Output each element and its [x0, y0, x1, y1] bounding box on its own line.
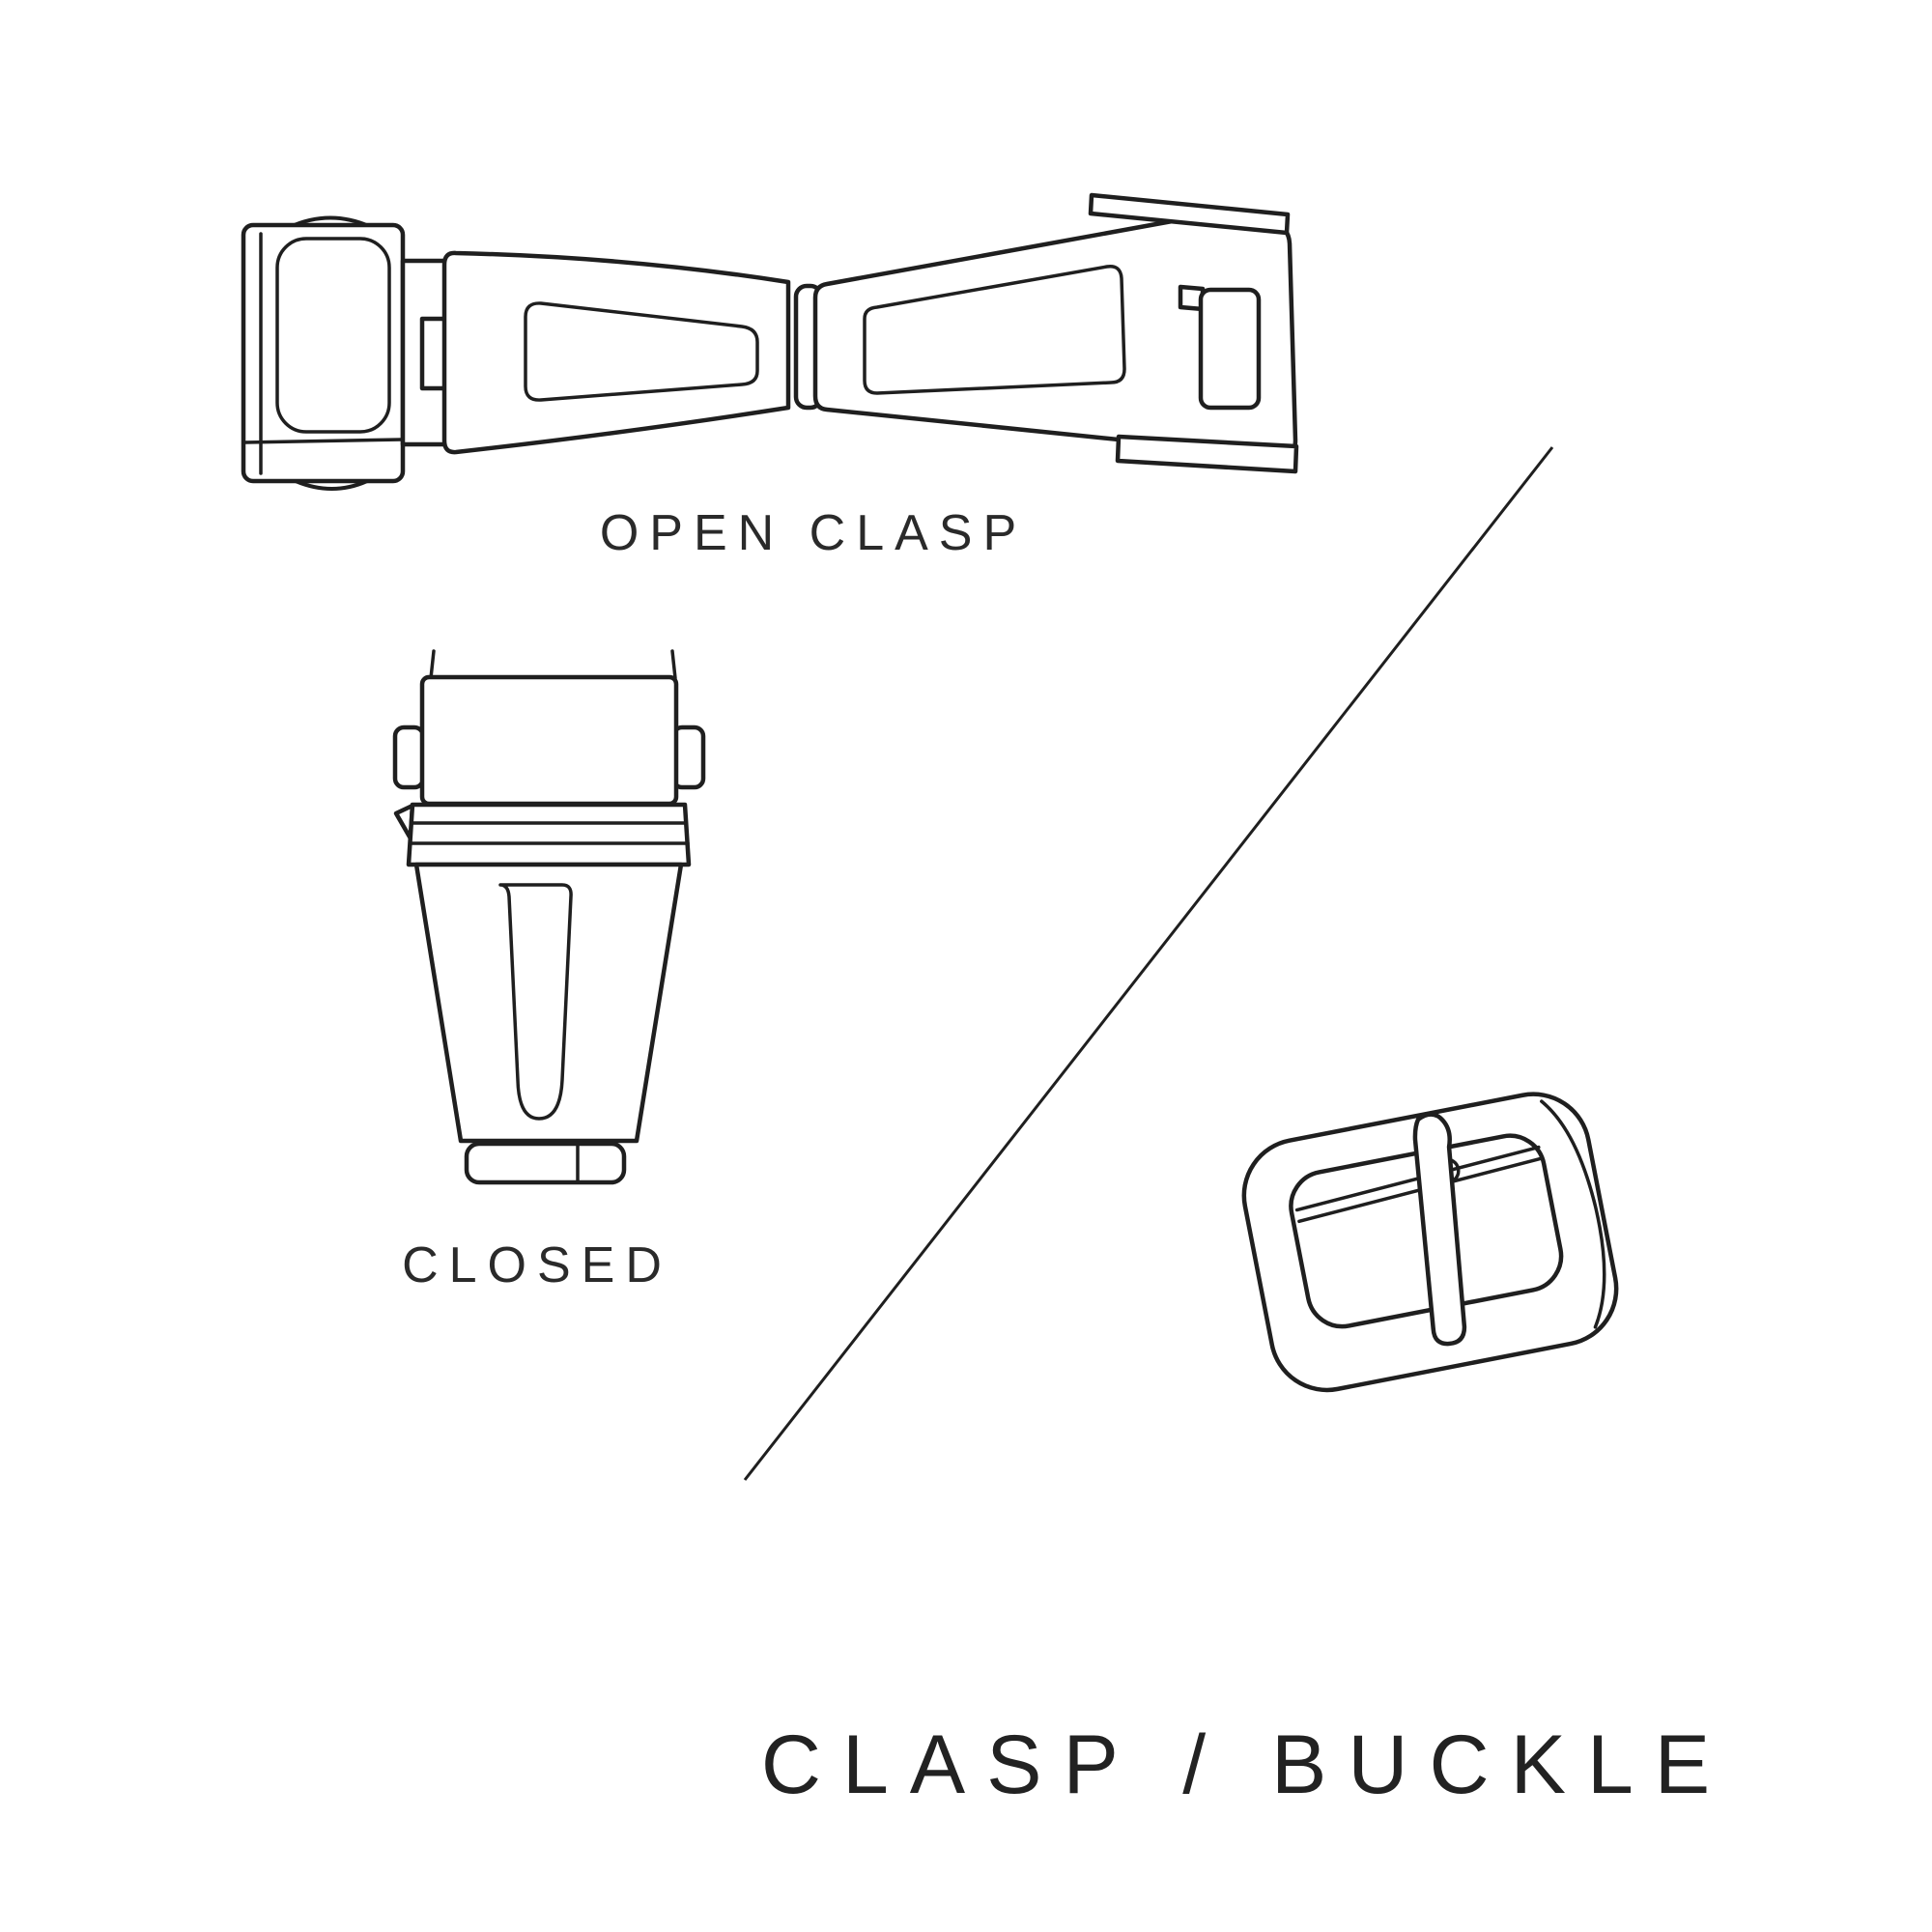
buckle-frame-thickness	[1540, 1099, 1606, 1329]
closed-clasp-prong-left	[429, 649, 436, 680]
closed-clasp-ear-left	[392, 724, 426, 790]
open-clasp-left-blade	[441, 250, 791, 455]
closed-clasp-slot	[498, 883, 573, 1121]
open-clasp-left-blade-inner	[524, 301, 759, 402]
open-clasp-end-link-inner	[275, 237, 391, 434]
closed-clasp-band	[406, 802, 692, 867]
buckle-tongue	[1412, 1112, 1467, 1347]
open-clasp-keeper-slot	[1198, 287, 1262, 411]
open-clasp-illustration	[241, 192, 1299, 491]
open-clasp-right-blade-inner	[863, 265, 1126, 395]
page-title: CLASP / BUCKLE	[760, 1719, 1732, 1811]
divider-line	[743, 446, 1554, 1481]
closed-clasp-label: CLOSED	[402, 1237, 672, 1293]
open-clasp-folded-edge-top	[1088, 192, 1291, 236]
open-clasp-folded-edge-bottom	[1115, 434, 1299, 474]
open-clasp-label: OPEN CLASP	[599, 505, 1028, 561]
open-clasp-bottom-bump	[294, 479, 369, 491]
closed-clasp-bottom-bar	[464, 1141, 627, 1185]
closed-clasp-body	[413, 862, 684, 1144]
closed-clasp-prong-right	[670, 649, 677, 680]
closed-clasp-top-block	[419, 674, 679, 807]
open-clasp-end-link-strip	[243, 438, 404, 444]
closed-clasp-illustration	[392, 649, 706, 1185]
buckle-illustration	[1241, 1092, 1619, 1393]
